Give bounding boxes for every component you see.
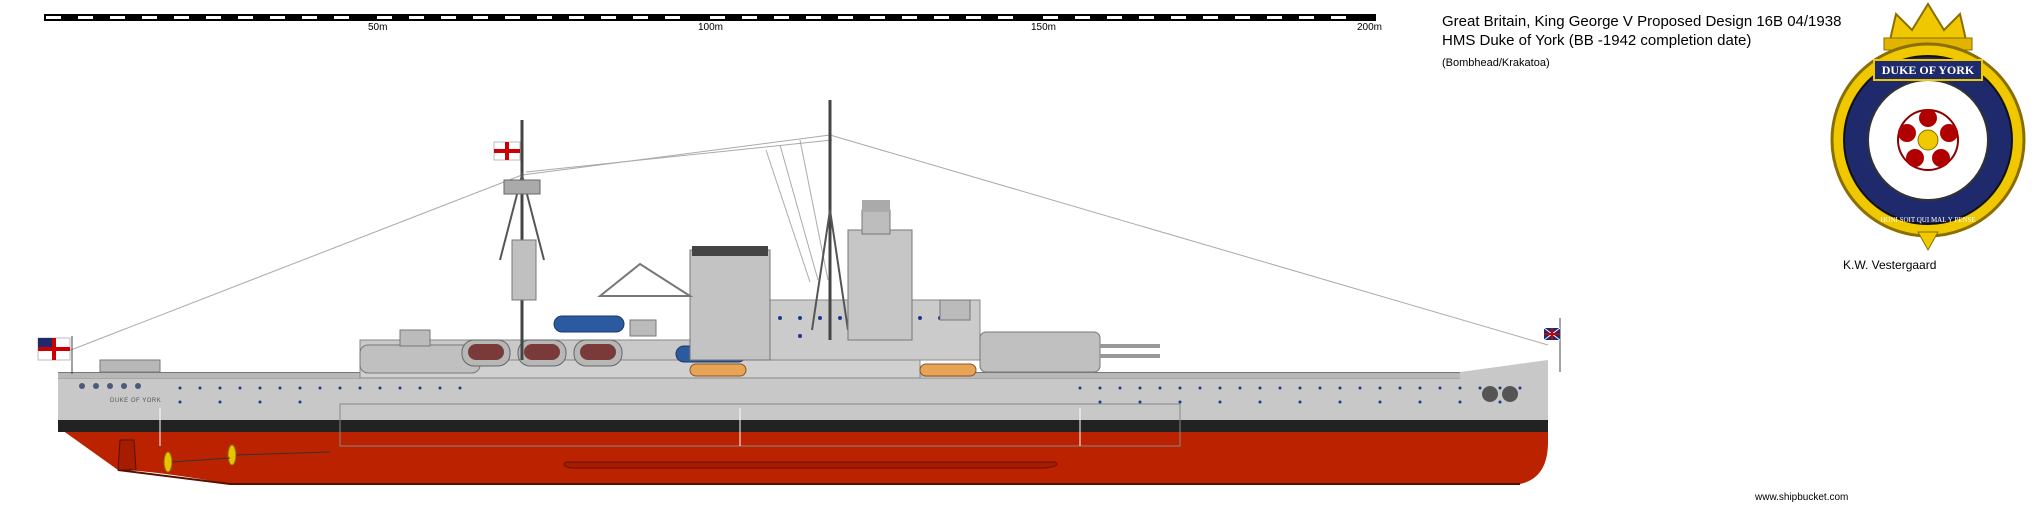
- scale-label-50m: 50m: [368, 22, 388, 33]
- author-credit: K.W. Vestergaard: [1843, 258, 1937, 272]
- ship-crest: [1830, 2, 2026, 252]
- scale-label-150m: 150m: [1031, 22, 1057, 33]
- scale-label-100m: 100m: [698, 22, 724, 33]
- crest-motto-label: HONI SOIT QUI MAL Y PENSE: [1880, 216, 1976, 224]
- scale-bar: [44, 14, 1376, 21]
- hull-name-label: DUKE OF YORK: [110, 398, 162, 404]
- website-link[interactable]: www.shipbucket.com: [1755, 492, 1849, 503]
- title-line-3: (Bombhead/Krakatoa): [1442, 57, 1550, 69]
- title-block: Great Britain, King George V Proposed De…: [1442, 12, 1841, 73]
- crest-name-label: DUKE OF YORK: [1881, 63, 1975, 77]
- title-line-2: HMS Duke of York (BB -1942 completion da…: [1442, 32, 1752, 49]
- title-line-1: Great Britain, King George V Proposed De…: [1442, 13, 1842, 30]
- scale-label-200m: 200m: [1357, 22, 1383, 33]
